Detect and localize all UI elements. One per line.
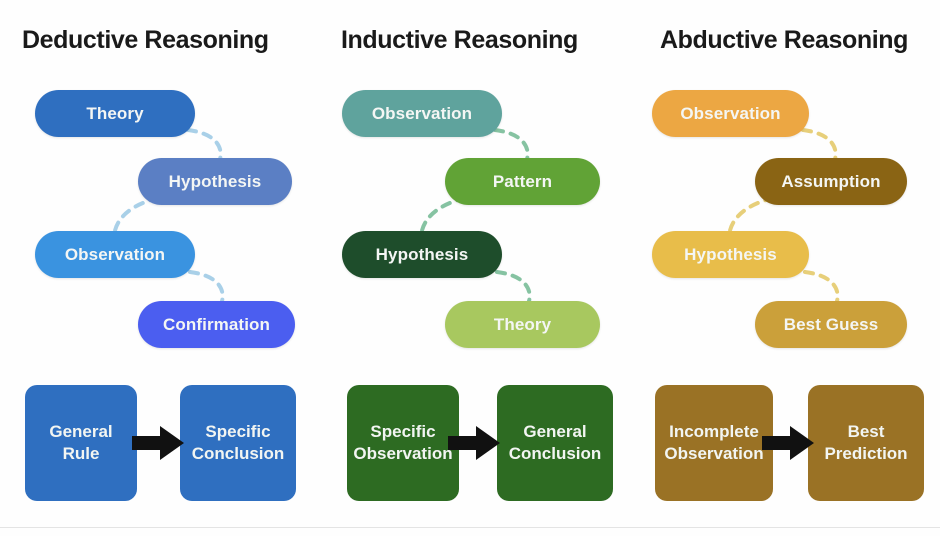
column-title-deductive: Deductive Reasoning xyxy=(22,26,269,54)
step-pill-abductive-hypothesis[interactable]: Hypothesis xyxy=(652,231,809,278)
summary-line-1: General xyxy=(49,421,113,441)
step-pill-deductive-observation[interactable]: Observation xyxy=(35,231,195,278)
step-pill-inductive-hypothesis[interactable]: Hypothesis xyxy=(342,231,502,278)
summary-box-abductive-from[interactable]: Incomplete Observation xyxy=(655,385,773,501)
column-title-abductive: Abductive Reasoning xyxy=(660,26,908,54)
summary-line-2: Conclusion xyxy=(191,444,285,463)
summary-line-2: Conclusion xyxy=(508,444,602,463)
summary-line-2: Observation xyxy=(353,444,453,463)
step-label: Hypothesis xyxy=(684,244,777,264)
summary-box-abductive-to[interactable]: Best Prediction xyxy=(808,385,924,501)
step-label: Hypothesis xyxy=(168,171,262,191)
step-label: Confirmation xyxy=(163,314,270,334)
step-pill-deductive-confirmation[interactable]: Confirmation xyxy=(138,301,295,348)
summary-line-1: General xyxy=(523,421,587,441)
summary-line-1: Specific xyxy=(205,421,271,441)
summary-line-1: Specific xyxy=(370,421,436,441)
summary-box-deductive-to[interactable]: Specific Conclusion xyxy=(180,385,296,501)
step-label: Observation xyxy=(371,103,473,123)
summary-box-deductive-from[interactable]: General Rule xyxy=(25,385,137,501)
summary-line-2: Prediction xyxy=(824,444,908,463)
step-pill-inductive-pattern[interactable]: Pattern xyxy=(445,158,600,205)
summary-line-1: Incomplete xyxy=(669,421,759,441)
summary-line-2: Rule xyxy=(62,444,100,463)
summary-line-2: Observation xyxy=(664,444,764,463)
bottom-divider xyxy=(0,527,940,528)
arrow-icon-deductive xyxy=(132,426,184,460)
step-label: Assumption xyxy=(781,171,881,191)
arrow-icon-abductive xyxy=(762,426,814,460)
step-label: Observation xyxy=(64,244,166,264)
arrow-icon-inductive xyxy=(448,426,500,460)
step-pill-deductive-theory[interactable]: Theory xyxy=(35,90,195,137)
step-pill-inductive-observation[interactable]: Observation xyxy=(342,90,502,137)
step-pill-abductive-bestguess[interactable]: Best Guess xyxy=(755,301,907,348)
summary-box-inductive-to[interactable]: General Conclusion xyxy=(497,385,613,501)
step-label: Hypothesis xyxy=(375,244,469,264)
step-pill-abductive-assumption[interactable]: Assumption xyxy=(755,158,907,205)
step-label: Pattern xyxy=(492,171,553,191)
step-label: Theory xyxy=(86,103,144,123)
summary-box-inductive-from[interactable]: Specific Observation xyxy=(347,385,459,501)
column-title-inductive: Inductive Reasoning xyxy=(341,26,578,54)
step-pill-deductive-hypothesis[interactable]: Hypothesis xyxy=(138,158,292,205)
step-label: Observation xyxy=(680,103,781,123)
step-label: Best Guess xyxy=(783,314,879,334)
step-pill-abductive-observation[interactable]: Observation xyxy=(652,90,809,137)
summary-line-1: Best xyxy=(847,421,885,441)
step-pill-inductive-theory[interactable]: Theory xyxy=(445,301,600,348)
step-label: Theory xyxy=(493,314,552,334)
